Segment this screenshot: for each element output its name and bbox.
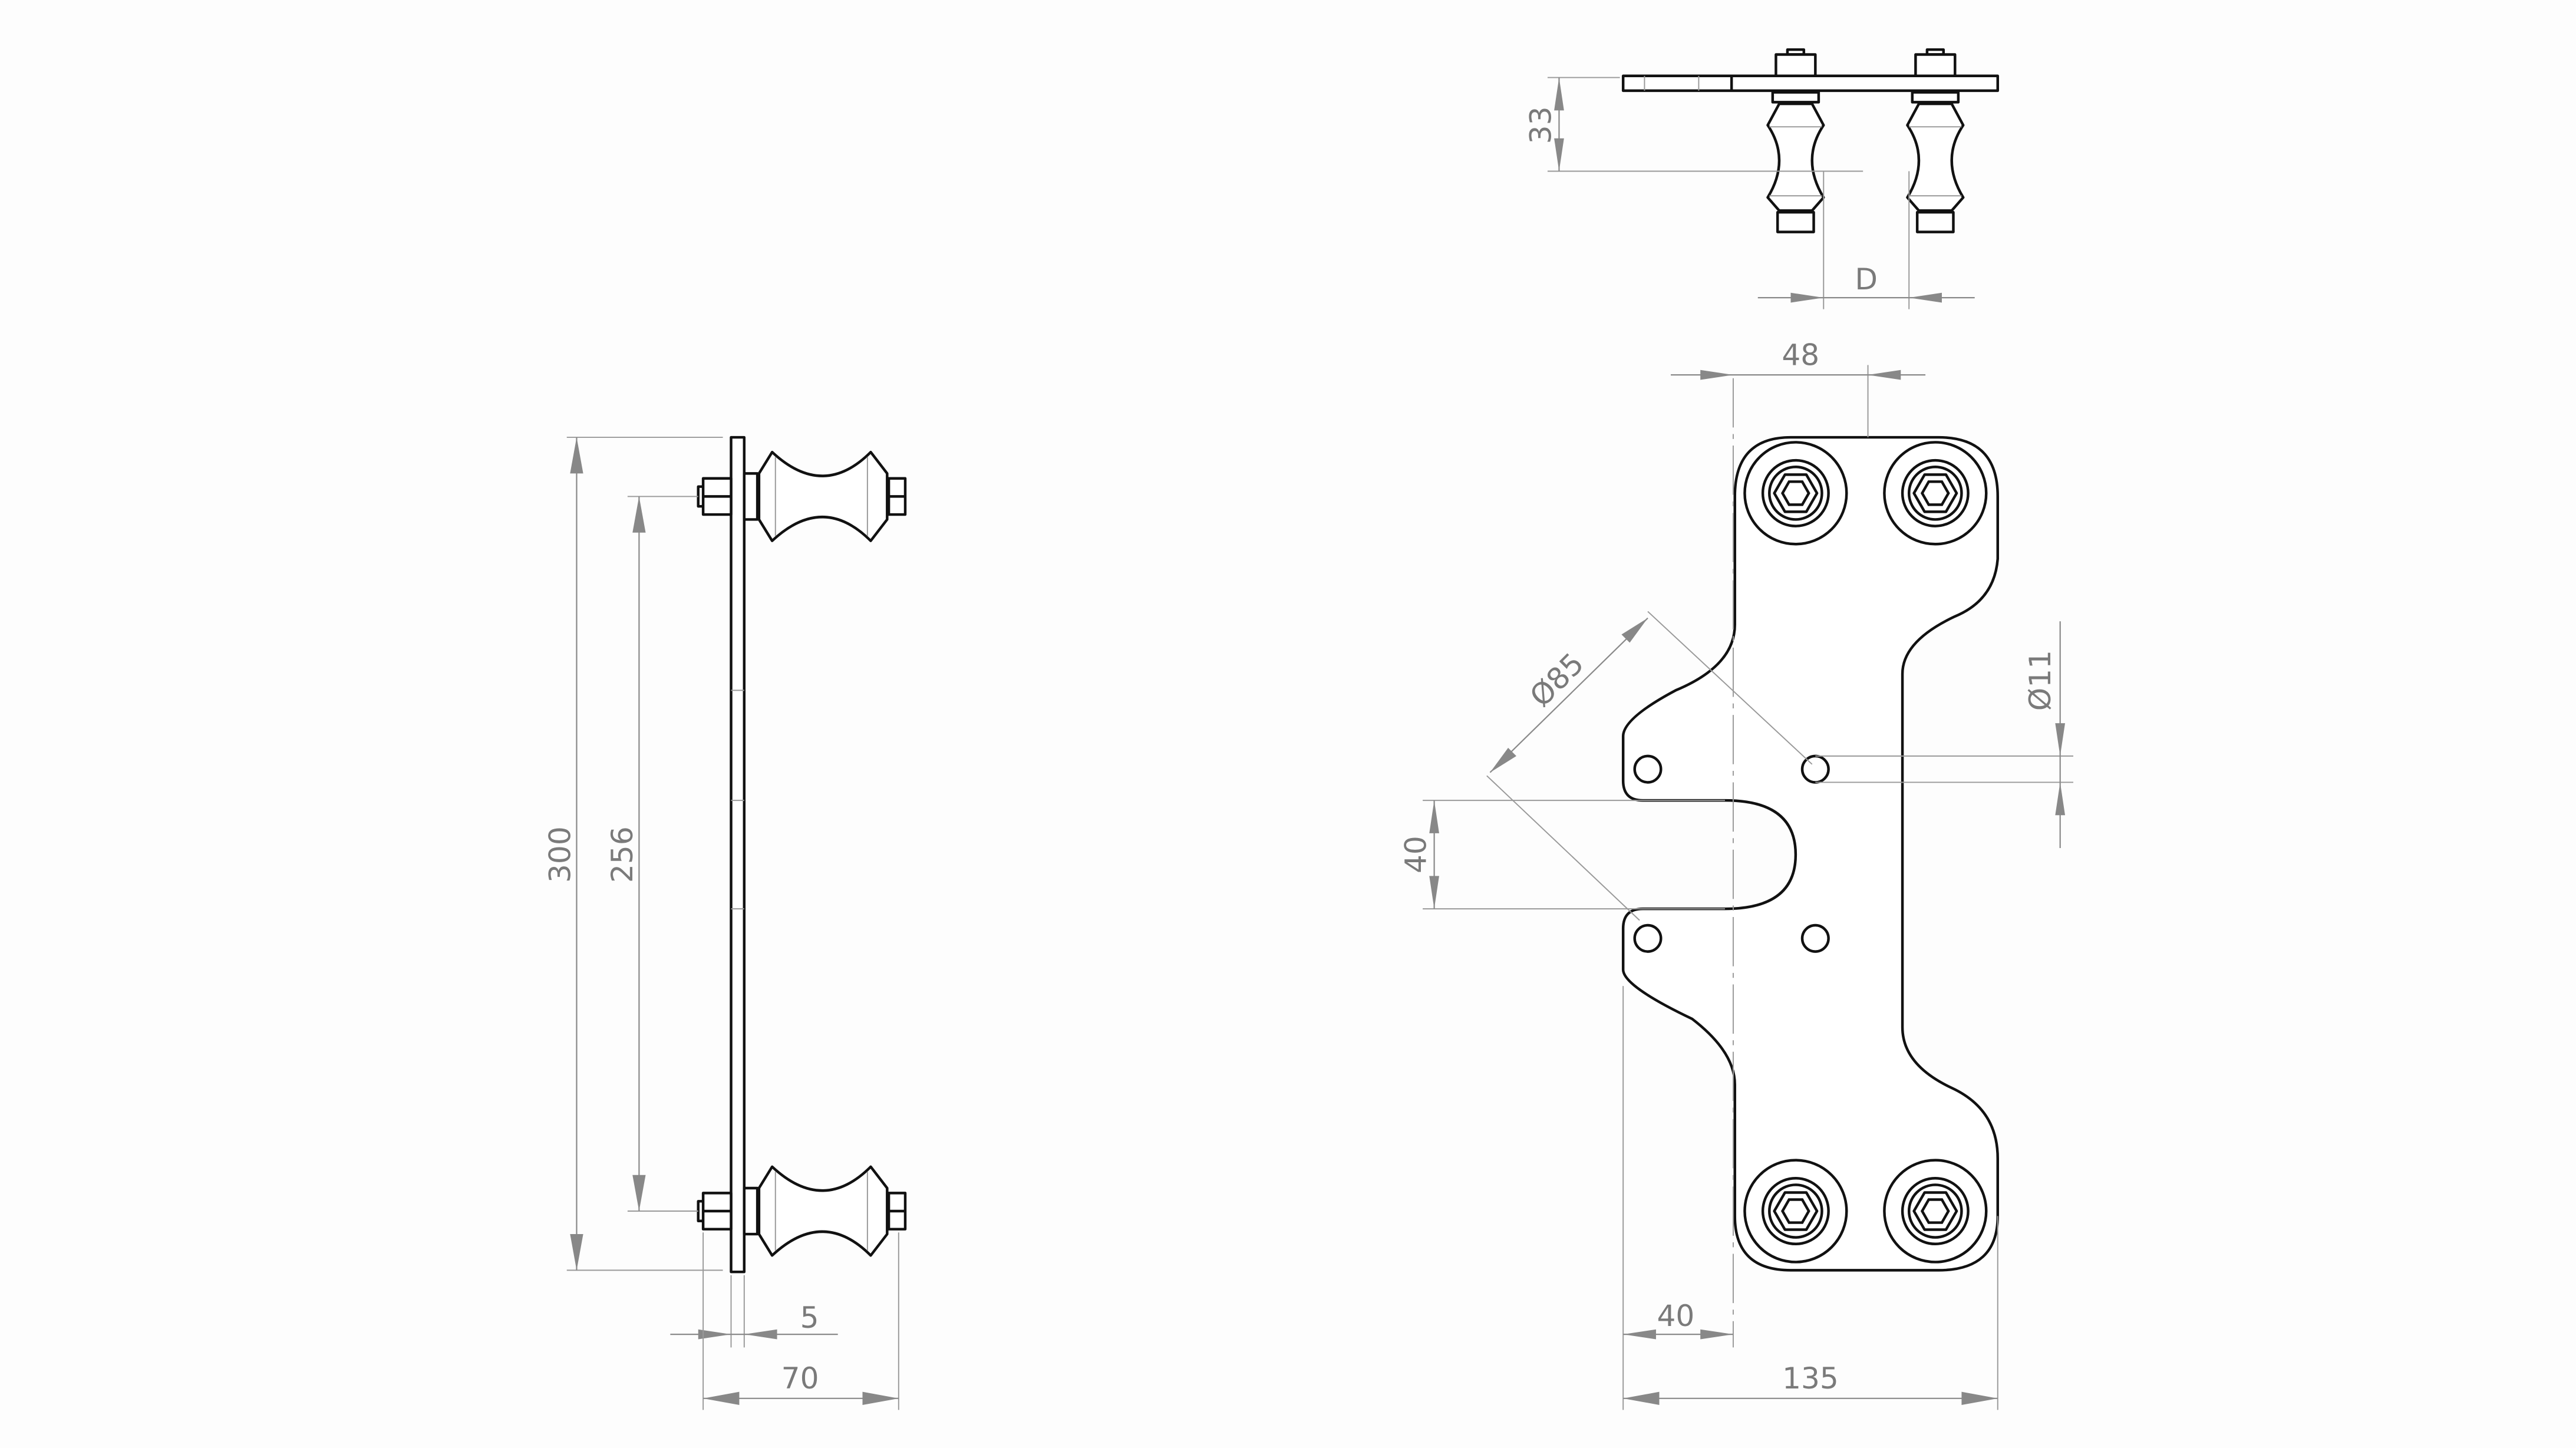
dim-40-notch: 40 — [1399, 836, 1433, 873]
dim-5: 5 — [800, 1300, 819, 1335]
side-view: 300 256 5 70 — [542, 436, 905, 1410]
dim-D: D — [1855, 262, 1878, 296]
dim-256: 256 — [605, 826, 639, 883]
dim-diameter-85: Ø85 — [1523, 646, 1591, 714]
dim-40-offset: 40 — [1657, 1298, 1694, 1333]
dim-48: 48 — [1782, 337, 1819, 372]
dim-135: 135 — [1782, 1361, 1839, 1396]
dim-33: 33 — [1523, 106, 1558, 144]
roller-top — [698, 452, 905, 541]
carriage-plate — [1621, 436, 1999, 1272]
dim-70: 70 — [781, 1361, 819, 1396]
dim-diameter-11: Ø11 — [2023, 650, 2057, 711]
roller-bottom — [698, 1167, 905, 1256]
top-view: 33 D — [1523, 50, 1999, 309]
front-view: 48 Ø85 Ø11 40 40 135 — [1399, 337, 2073, 1410]
dim-300: 300 — [542, 826, 577, 883]
